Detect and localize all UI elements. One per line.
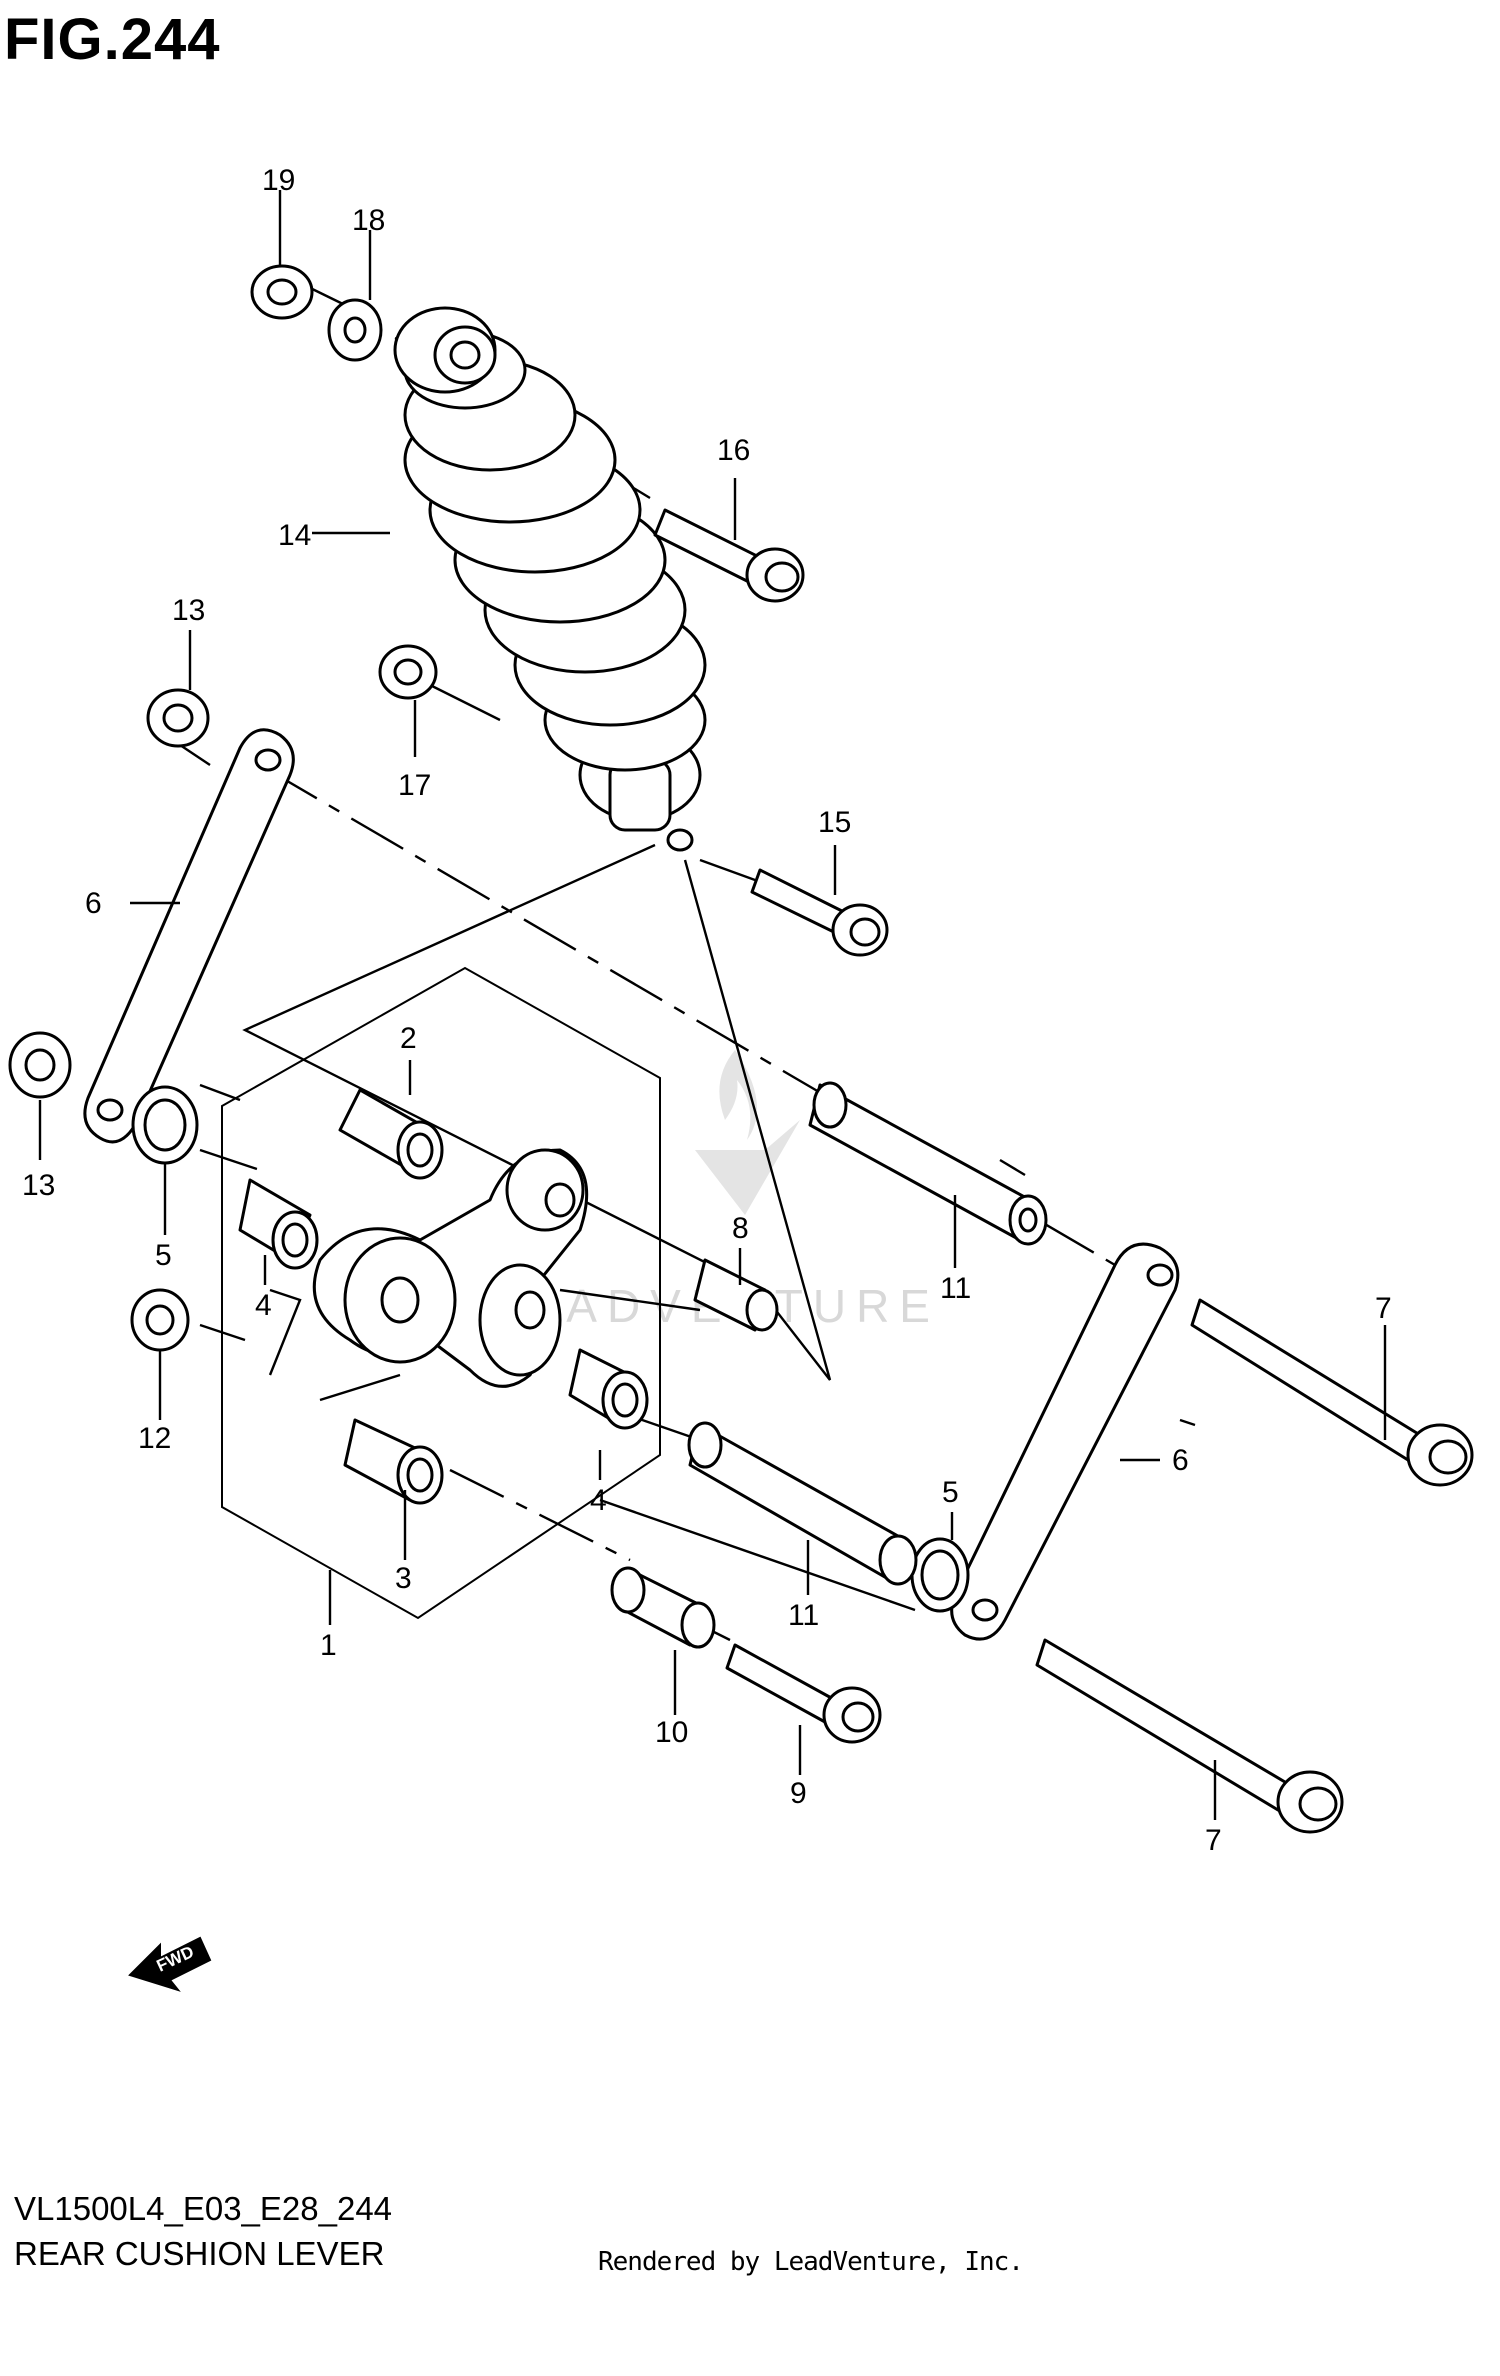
flange-nut-13-upper bbox=[146, 688, 210, 748]
callout-6-right: 6 bbox=[1172, 1444, 1189, 1477]
callout-13-lower: 13 bbox=[22, 1169, 55, 1202]
washer-5-left bbox=[131, 1085, 199, 1165]
bearing-4-left bbox=[238, 1178, 319, 1270]
bolt-15 bbox=[750, 868, 889, 957]
bolt-7-upper bbox=[1190, 1298, 1474, 1487]
callout-15: 15 bbox=[818, 806, 851, 839]
callout-7-lower: 7 bbox=[1205, 1824, 1222, 1857]
callout-8: 8 bbox=[732, 1212, 749, 1245]
lever-assembly-frame bbox=[221, 966, 661, 1620]
cushion-rod-6-left bbox=[83, 728, 295, 1144]
rear-shock-absorber-14 bbox=[393, 306, 707, 852]
diagram-caption: REAR CUSHION LEVER bbox=[14, 2235, 385, 2272]
spacer-11-upper bbox=[808, 1081, 1048, 1246]
bolt-16 bbox=[653, 508, 805, 603]
callout-14: 14 bbox=[278, 519, 311, 552]
spacer-11-lower bbox=[687, 1421, 918, 1586]
callout-19: 19 bbox=[262, 164, 295, 197]
callout-16: 16 bbox=[717, 434, 750, 467]
model-code: VL1500L4_E03_E28_244 bbox=[14, 2190, 393, 2227]
callout-18: 18 bbox=[352, 204, 385, 237]
figure-title: FIG.244 bbox=[4, 7, 221, 72]
callout-7-upper: 7 bbox=[1375, 1292, 1392, 1325]
washer-18 bbox=[327, 298, 383, 362]
callout-10: 10 bbox=[655, 1716, 688, 1749]
flange-nut-13-lower bbox=[8, 1031, 72, 1099]
callout-4-right: 4 bbox=[590, 1484, 607, 1517]
callout-13-upper: 13 bbox=[172, 594, 205, 627]
bearing-3 bbox=[343, 1418, 444, 1505]
flange-nut-17 bbox=[378, 644, 438, 700]
bearing-2 bbox=[338, 1088, 444, 1180]
leader-lines bbox=[38, 190, 1387, 1820]
callout-9: 9 bbox=[790, 1777, 807, 1810]
callout-1: 1 bbox=[320, 1629, 337, 1662]
washer-5-right bbox=[910, 1537, 970, 1613]
cushion-rod-6-right bbox=[950, 1242, 1180, 1641]
callout-5-left: 5 bbox=[155, 1239, 172, 1272]
callout-labels: 19 18 16 14 13 17 15 6 2 13 5 4 8 11 7 6… bbox=[22, 164, 1392, 1857]
cushion-lever-1 bbox=[312, 1148, 589, 1388]
callout-17: 17 bbox=[398, 769, 431, 802]
forward-direction-icon: FWD bbox=[128, 1936, 212, 1992]
callout-4-left: 4 bbox=[255, 1289, 272, 1322]
callout-11-lower: 11 bbox=[788, 1599, 819, 1632]
callout-12: 12 bbox=[138, 1422, 171, 1455]
callout-2: 2 bbox=[400, 1022, 417, 1055]
callout-5-right: 5 bbox=[942, 1476, 959, 1509]
bearing-4-right bbox=[568, 1348, 649, 1430]
flange-nut-12 bbox=[130, 1288, 190, 1352]
callout-6-left: 6 bbox=[85, 887, 102, 920]
collar-10 bbox=[610, 1566, 716, 1649]
bolt-9 bbox=[725, 1643, 882, 1744]
callout-11-upper: 11 bbox=[940, 1272, 971, 1305]
collar-8 bbox=[693, 1258, 779, 1332]
bolt-7-lower bbox=[1035, 1638, 1344, 1834]
flange-nut-19 bbox=[250, 264, 314, 320]
rendered-by-credit: Rendered by LeadVenture, Inc. bbox=[598, 2247, 1024, 2277]
callout-3: 3 bbox=[395, 1562, 412, 1595]
